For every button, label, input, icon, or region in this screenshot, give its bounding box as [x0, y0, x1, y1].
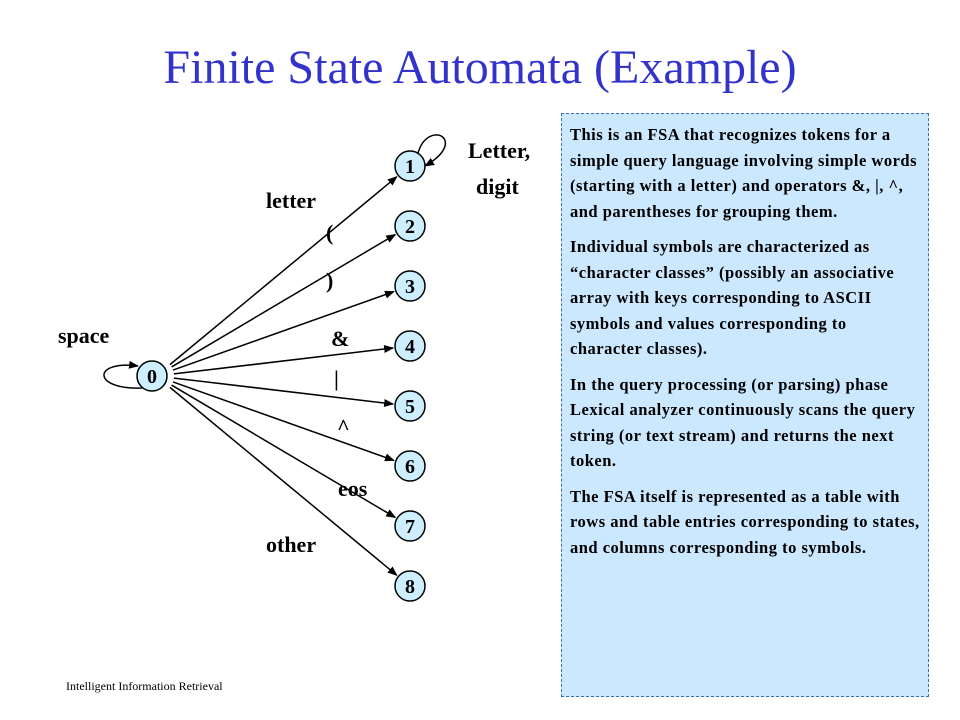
transition-edge-8 [169, 386, 398, 576]
state-node-8 [394, 570, 426, 602]
state-node-7 [394, 510, 426, 542]
transition-edge-6 [172, 381, 395, 462]
transition-edge-3 [172, 290, 395, 371]
edge-label-4: & [331, 326, 350, 351]
state-label-2: 2 [405, 216, 415, 238]
transition-edge-4 [173, 345, 395, 375]
explanation-note: This is an FSA that recognizes tokens fo… [561, 113, 929, 697]
edge-label-5: | [334, 366, 339, 391]
edge-label-3: ) [326, 268, 334, 293]
state-label-7: 7 [405, 516, 415, 538]
slide-title: Finite State Automata (Example) [163, 41, 797, 94]
state-node-5 [394, 390, 426, 422]
state-node-2 [394, 210, 426, 242]
transition-edge-5 [173, 377, 395, 407]
edge-label-1: letter [266, 188, 317, 213]
edge-label-7: eos [338, 476, 368, 501]
note-paragraph-1: This is an FSA that recognizes tokens fo… [570, 125, 917, 221]
state-node-4 [394, 330, 426, 362]
start-self-loop [103, 360, 143, 389]
state-label-6: 6 [405, 456, 415, 478]
transition-edge-7 [171, 384, 397, 519]
loop-label-line2: digit [476, 174, 519, 199]
transition-edge-2 [171, 233, 397, 368]
loop-label-line1: Letter, [468, 138, 531, 163]
note-paragraph-3: In the query processing (or parsing) pha… [570, 374, 916, 471]
state-node-1 [394, 150, 426, 182]
transition-edge-1 [169, 176, 398, 366]
state-label-3: 3 [405, 276, 415, 298]
state-1-self-loop [417, 134, 447, 167]
state-label-8: 8 [405, 576, 415, 598]
state-node-6 [394, 450, 426, 482]
edge-label-8: other [266, 532, 317, 557]
state-label-4: 4 [405, 336, 415, 358]
edge-label-6: ^ [337, 414, 350, 439]
state-label-1: 1 [405, 156, 415, 178]
space-label: space [58, 323, 110, 348]
state-label-0: 0 [147, 366, 157, 388]
edge-label-2: ( [326, 220, 334, 245]
note-paragraph-4: The FSA itself is represented as a table… [570, 486, 920, 557]
state-node-0 [136, 360, 168, 392]
state-node-3 [394, 270, 426, 302]
state-label-5: 5 [405, 396, 415, 418]
slide-footer: Intelligent Information Retrieval [66, 679, 223, 693]
note-paragraph-2: Individual symbols are characterized as … [570, 237, 895, 358]
